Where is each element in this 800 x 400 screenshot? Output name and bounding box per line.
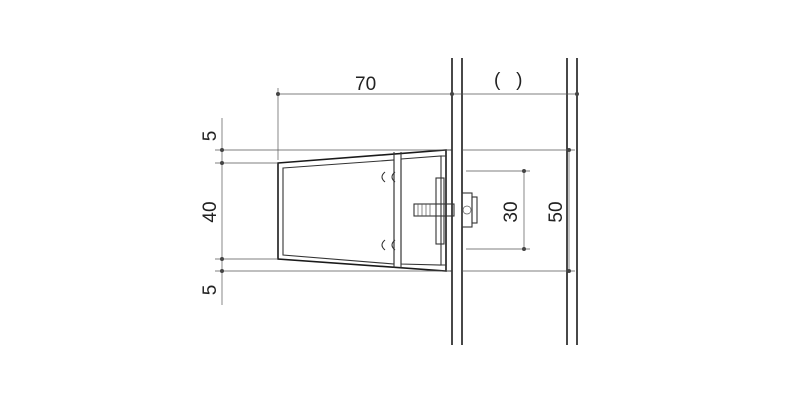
dimension-30: 30 — [466, 169, 530, 251]
dimension-label-40: 40 — [200, 201, 221, 222]
dimension-50: 50 — [462, 148, 575, 273]
dimension-label-50: 50 — [546, 201, 567, 222]
dimension-70: 70 ( ) — [276, 70, 579, 160]
dimension-label-30: 30 — [501, 201, 522, 222]
dimension-label-70: 70 — [355, 74, 376, 95]
dimension-left-chain: 5 40 5 — [200, 118, 450, 305]
dimension-label-5-bottom: 5 — [200, 285, 221, 296]
bolt-assembly — [413, 177, 478, 245]
dimension-label-5-top: 5 — [200, 131, 221, 142]
dimension-label-gap: ( ) — [494, 70, 523, 91]
glass-panel — [566, 58, 578, 345]
mullion-plate — [451, 58, 463, 345]
